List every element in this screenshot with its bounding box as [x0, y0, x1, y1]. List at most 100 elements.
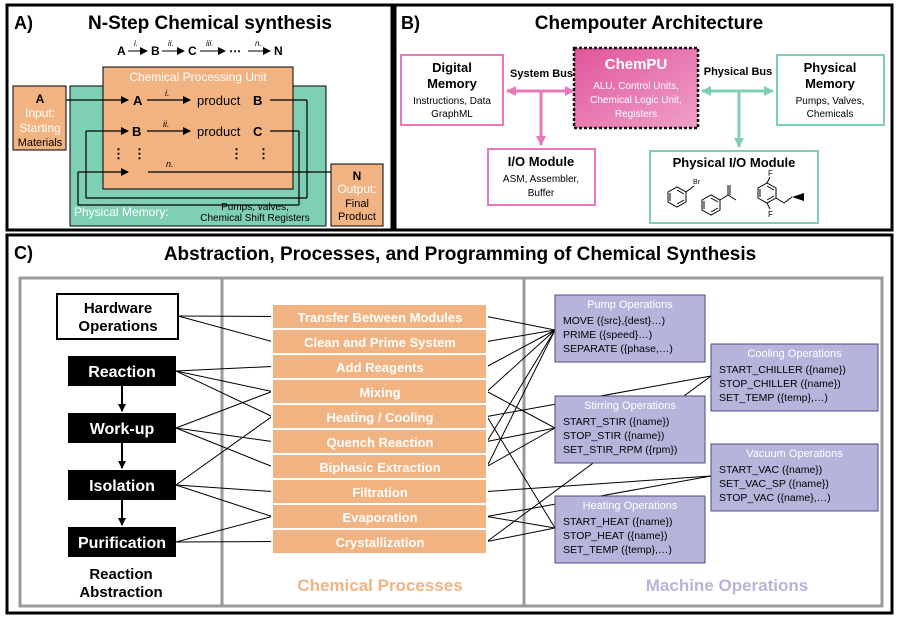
physical-memory-detail-1: Pumps, valves, [221, 202, 289, 213]
operation-group-title: Stirring Operations [584, 400, 676, 412]
input-box [12, 85, 67, 151]
chemical-processing-unit-box [102, 66, 294, 190]
svg-text:Pumps, Valves,: Pumps, Valves, [796, 96, 865, 107]
operation-command: START_HEAT ({name}) [563, 516, 673, 528]
svg-text:C: C [253, 124, 263, 139]
operation-group-box [554, 294, 706, 363]
difluorobenzyl-structure [757, 176, 793, 210]
operation-group-box [554, 495, 706, 564]
svg-text:i.: i. [165, 88, 170, 98]
svg-text:Physical: Physical [804, 60, 857, 75]
operation-command: SEPARATE ({phase,…) [563, 343, 673, 355]
reaction-sequence: A i. B ii. C iii. ⋯ n. N [117, 39, 283, 58]
svg-text:I/O Module: I/O Module [508, 154, 574, 169]
operation-command: SET_TEMP ({temp},…) [719, 392, 828, 404]
abstraction-step-label: Reaction [88, 364, 156, 381]
svg-text:ASM, Assembler,: ASM, Assembler, [503, 174, 579, 185]
physical-memory-detail-2: Chemical Shift Registers [200, 213, 309, 224]
cpu-title: Chemical Processing Unit [129, 70, 267, 84]
process-label: Heating / Cooling [327, 410, 434, 425]
operation-command: START_CHILLER ({name}) [719, 364, 846, 376]
physical-memory-label: Physical Memory: [74, 205, 169, 219]
panel-a: A) N-Step Chemical synthesis A i. B ii. … [5, 3, 394, 232]
process-box [271, 328, 488, 355]
panel-b: B) Chempouter Architecture Digital Memor… [393, 3, 894, 232]
svg-text:Physical I/O Module: Physical I/O Module [673, 155, 796, 170]
svg-text:Buffer: Buffer [528, 188, 555, 199]
process-label: Filtration [352, 485, 408, 500]
operation-group-title: Vacuum Operations [746, 448, 843, 460]
svg-text:product: product [197, 124, 241, 139]
operation-command: STOP_CHILLER ({name}) [719, 378, 841, 390]
svg-text:Operations: Operations [78, 318, 157, 335]
operation-command: SET_VAC_SP ({name}) [719, 478, 829, 490]
svg-text:N: N [274, 44, 283, 58]
panel-c-title: Abstraction, Processes, and Programming … [164, 244, 756, 265]
process-box [271, 378, 488, 405]
operation-command: SET_TEMP ({temp},…) [563, 544, 672, 556]
fluorine-label-top: F [768, 169, 773, 178]
process-label: Mixing [359, 385, 400, 400]
hardware-operations-box [56, 293, 179, 340]
operation-command: STOP_HEAT ({name}) [563, 530, 667, 542]
operation-group-box [710, 443, 879, 512]
system-bus-label: System Bus [510, 68, 573, 80]
processes-caption: Chemical Processes [297, 576, 462, 595]
panel-a-title: N-Step Chemical synthesis [88, 13, 332, 34]
svg-text:ALU, Control Units,: ALU, Control Units, [593, 81, 679, 92]
process-label: Crystallization [336, 535, 425, 550]
operation-command: STOP_STIR ({name}) [563, 430, 664, 442]
svg-text:Memory: Memory [805, 76, 856, 91]
fluorine-label-bottom: F [768, 210, 773, 219]
cpu-row-2: B ii. product C [77, 119, 300, 206]
abstraction-step-label: Work-up [90, 421, 155, 438]
output-detail-2: Product [338, 211, 376, 223]
wedge-bond-icon [792, 193, 804, 201]
output-detail-1: Final [345, 198, 369, 210]
panel-b-label: B) [401, 13, 420, 33]
operation-group-title: Heating Operations [583, 500, 678, 512]
svg-text:Memory: Memory [427, 76, 478, 91]
svg-text:B: B [253, 93, 262, 108]
svg-text:ii.: ii. [163, 119, 170, 129]
operation-group-box [710, 343, 879, 412]
bromobenzene-structure [667, 185, 695, 208]
process-label: Transfer Between Modules [298, 310, 463, 325]
abstraction-caption-1: Reaction [89, 566, 152, 583]
operation-command: START_STIR ({name}) [563, 416, 669, 428]
svg-text:Instructions, Data: Instructions, Data [413, 96, 491, 107]
svg-text:ii.: ii. [168, 39, 174, 48]
abstraction-step-label: Purification [78, 535, 166, 552]
abstraction-step-1 [68, 356, 176, 386]
svg-text:⋯: ⋯ [229, 44, 241, 58]
svg-text:A: A [133, 93, 143, 108]
operation-command: STOP_VAC ({name},…) [719, 492, 831, 504]
abstraction-step-label: Isolation [89, 478, 155, 495]
bromine-label: Br [693, 179, 701, 186]
operation-command: PRIME ({speed}…) [563, 329, 652, 341]
abstraction-step-3 [68, 470, 176, 500]
panel-c-label: C) [14, 243, 33, 263]
svg-text:ChemPU: ChemPU [605, 56, 668, 73]
svg-text:⋮: ⋮ [257, 146, 270, 161]
svg-text:product: product [197, 93, 241, 108]
operation-group-title: Cooling Operations [747, 348, 842, 360]
process-label: Biphasic Extraction [319, 460, 440, 475]
physical-bus-label: Physical Bus [704, 66, 772, 78]
input-letter: A [36, 92, 45, 106]
process-label: Evaporation [342, 510, 417, 525]
svg-text:Registers: Registers [615, 109, 657, 120]
svg-text:Hardware: Hardware [84, 300, 152, 317]
output-letter: N [353, 169, 362, 183]
output-label: Output: [337, 182, 376, 196]
svg-text:n.: n. [166, 159, 174, 169]
process-label: Quench Reaction [327, 435, 434, 450]
operation-group-title: Pump Operations [587, 299, 673, 311]
svg-text:Chemical Logic Unit,: Chemical Logic Unit, [590, 95, 682, 106]
operations-caption: Machine Operations [646, 576, 808, 595]
process-label: Add Reagents [336, 360, 423, 375]
process-label: Clean and Prime System [304, 335, 456, 350]
